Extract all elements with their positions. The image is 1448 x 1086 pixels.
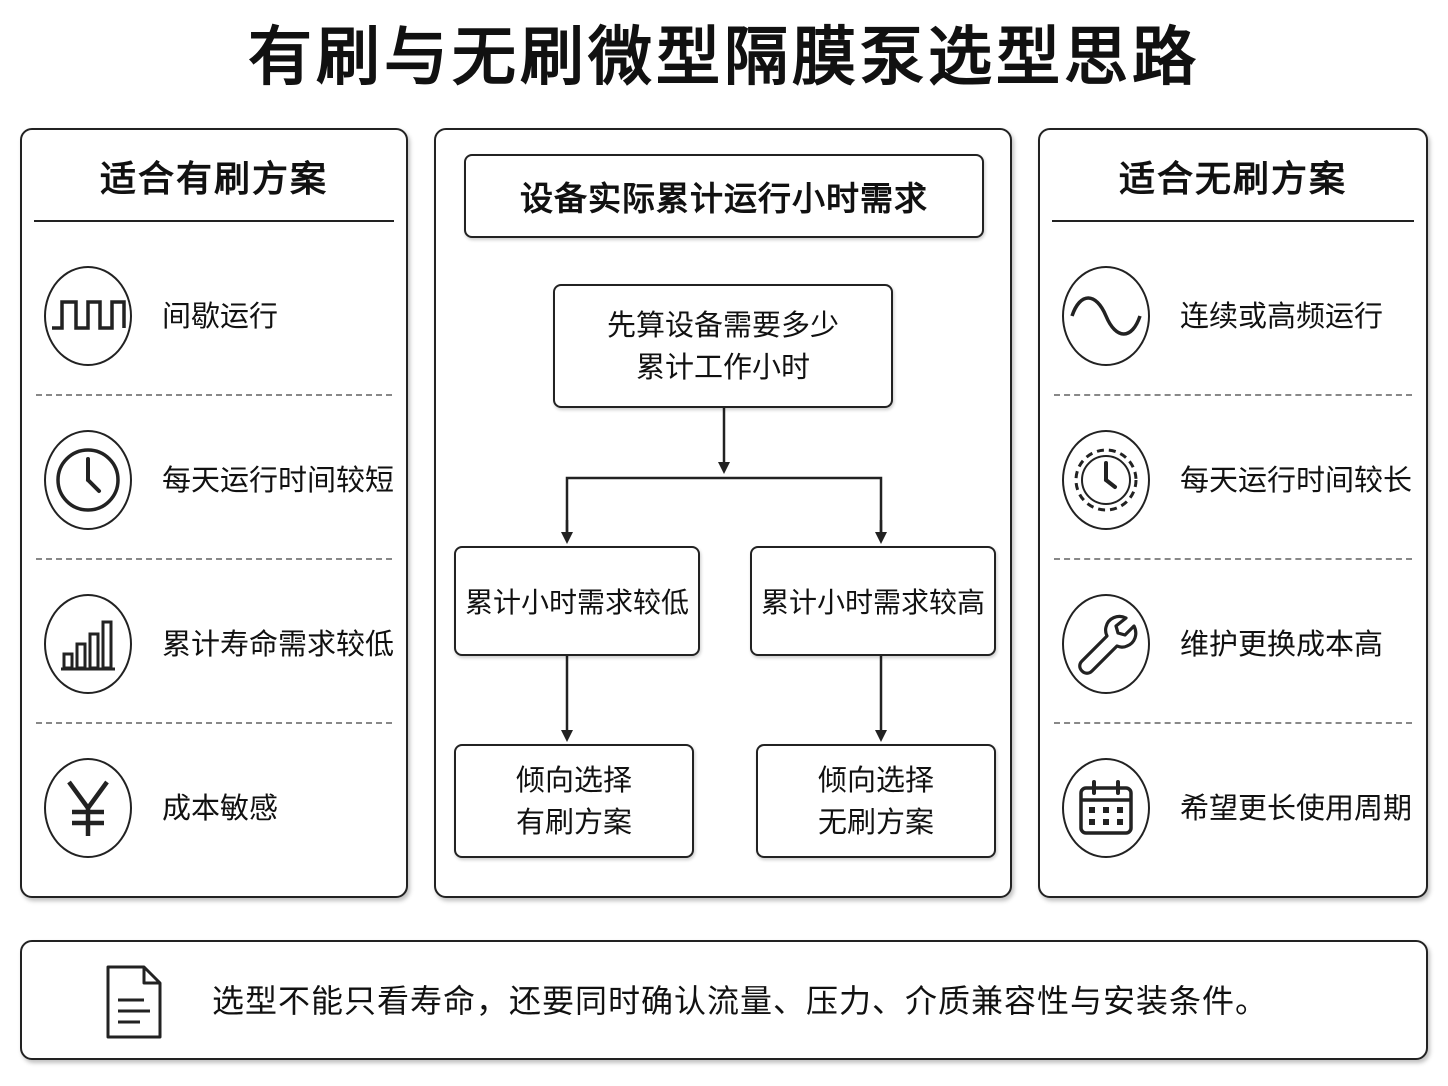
list-item: 希望更长使用周期 — [1040, 722, 1426, 886]
flow-result-brushless-line2: 无刷方案 — [817, 805, 934, 839]
yen-icon — [44, 758, 132, 858]
flow-branch-low-box: 累计小时需求较低 — [454, 546, 700, 656]
flow-result-brushless-box: 倾向选择 无刷方案 — [756, 744, 996, 858]
list-item: 间歇运行 — [22, 230, 406, 394]
wrench-icon — [1062, 594, 1150, 694]
list-item: 成本敏感 — [22, 722, 406, 886]
divider — [1054, 558, 1412, 560]
clock-icon — [44, 430, 132, 530]
divider — [36, 558, 392, 560]
flow-result-brushed-line1: 倾向选择 — [515, 763, 632, 797]
divider — [36, 722, 392, 724]
flow-header-box: 设备实际累计运行小时需求 — [464, 154, 984, 238]
item-label: 维护更换成本高 — [1180, 627, 1384, 661]
flow-start-line2: 累计工作小时 — [635, 350, 810, 384]
item-label: 每天运行时间较短 — [162, 463, 395, 497]
flow-arrows — [561, 408, 887, 742]
item-label: 每天运行时间较长 — [1180, 463, 1413, 497]
footer-note-panel: 选型不能只看寿命，还要同时确认流量、压力、介质兼容性与安装条件。 — [20, 940, 1428, 1060]
divider — [36, 394, 392, 396]
item-label: 成本敏感 — [162, 791, 279, 825]
right-panel-brushless: 适合无刷方案 连续或高频运行 每天运行时间较长 维护更换成本高 — [1038, 128, 1428, 898]
left-panel-heading: 适合有刷方案 — [34, 130, 394, 222]
center-panel-flowchart: 设备实际累计运行小时需求 先算设备需要多少 累计工作小时 累计小时需求较低 累计… — [434, 128, 1012, 898]
item-label: 连续或高频运行 — [1180, 299, 1384, 333]
flow-branch-high-box: 累计小时需求较高 — [750, 546, 996, 656]
right-panel-heading: 适合无刷方案 — [1052, 130, 1414, 222]
square-wave-icon — [44, 266, 132, 366]
flow-result-brushless-line1: 倾向选择 — [817, 763, 934, 797]
divider — [1054, 722, 1412, 724]
item-label: 累计寿命需求较低 — [162, 627, 395, 661]
flow-result-brushed-line2: 有刷方案 — [515, 805, 632, 839]
item-label: 希望更长使用周期 — [1180, 791, 1413, 825]
item-label: 间歇运行 — [162, 299, 279, 333]
list-item: 累计寿命需求较低 — [22, 558, 406, 722]
flow-branch-high-text: 累计小时需求较高 — [760, 586, 985, 619]
document-icon — [104, 964, 164, 1040]
sine-wave-icon — [1062, 266, 1150, 366]
left-panel-brushed: 适合有刷方案 间歇运行 每天运行时间较短 — [20, 128, 408, 898]
bar-chart-icon — [44, 594, 132, 694]
footer-note-text: 选型不能只看寿命，还要同时确认流量、压力、介质兼容性与安装条件。 — [212, 982, 1269, 1020]
list-item: 连续或高频运行 — [1040, 230, 1426, 394]
divider — [1054, 394, 1412, 396]
list-item: 每天运行时间较长 — [1040, 394, 1426, 558]
flow-start-box: 先算设备需要多少 累计工作小时 — [553, 284, 893, 408]
flow-result-brushed-box: 倾向选择 有刷方案 — [454, 744, 694, 858]
list-item: 每天运行时间较短 — [22, 394, 406, 558]
page-title: 有刷与无刷微型隔膜泵选型思路 — [248, 21, 1200, 95]
flow-branch-low-text: 累计小时需求较低 — [464, 586, 689, 619]
calendar-icon — [1062, 758, 1150, 858]
flow-header-text: 设备实际累计运行小时需求 — [520, 179, 928, 218]
flow-start-line1: 先算设备需要多少 — [606, 308, 839, 342]
list-item: 维护更换成本高 — [1040, 558, 1426, 722]
dashed-clock-icon — [1062, 430, 1150, 530]
